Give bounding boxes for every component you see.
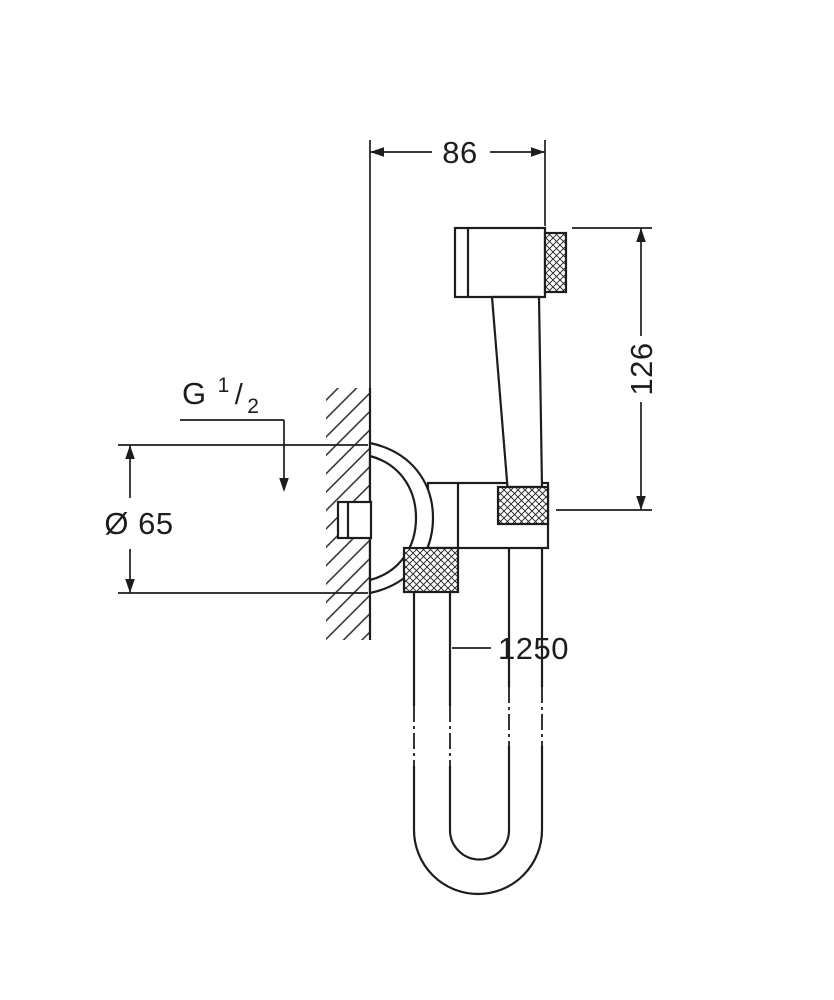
dimension-diameter: Ø 65 xyxy=(104,444,368,594)
dim-height-label: 126 xyxy=(624,342,659,395)
fixture xyxy=(336,226,568,896)
thread-label: G 1 / 2 xyxy=(182,374,259,418)
thread-nipple xyxy=(336,500,373,540)
handle-connection-nut xyxy=(496,485,550,526)
wall-flange-inner xyxy=(369,454,418,582)
dimension-height: 126 xyxy=(556,227,659,511)
hose-loop-inner xyxy=(448,746,511,861)
thread-callout: G 1 / 2 xyxy=(180,374,289,492)
arrow-right-icon xyxy=(531,147,545,157)
arrow-down-icon xyxy=(636,496,646,510)
hose-left-tube xyxy=(412,592,452,706)
spray-handle xyxy=(490,295,544,489)
arrow-up-icon xyxy=(636,228,646,242)
dimension-width: 86 xyxy=(369,135,546,388)
arrow-down-icon xyxy=(279,478,289,492)
hose-connection-nut xyxy=(402,546,460,594)
hose-length-label: 1250 xyxy=(498,631,569,666)
arrow-down-icon xyxy=(125,579,135,593)
spray-face-knurl xyxy=(543,231,568,294)
hose-right-tube xyxy=(507,548,544,687)
arrow-up-icon xyxy=(125,445,135,459)
dim-width-label: 86 xyxy=(442,135,477,170)
dim-diameter-label: Ø 65 xyxy=(104,506,173,541)
hose-loop-outer xyxy=(412,746,544,896)
hose-length-callout: 1250 xyxy=(452,631,569,666)
arrow-left-icon xyxy=(370,147,384,157)
hose-break-lines xyxy=(413,687,543,766)
